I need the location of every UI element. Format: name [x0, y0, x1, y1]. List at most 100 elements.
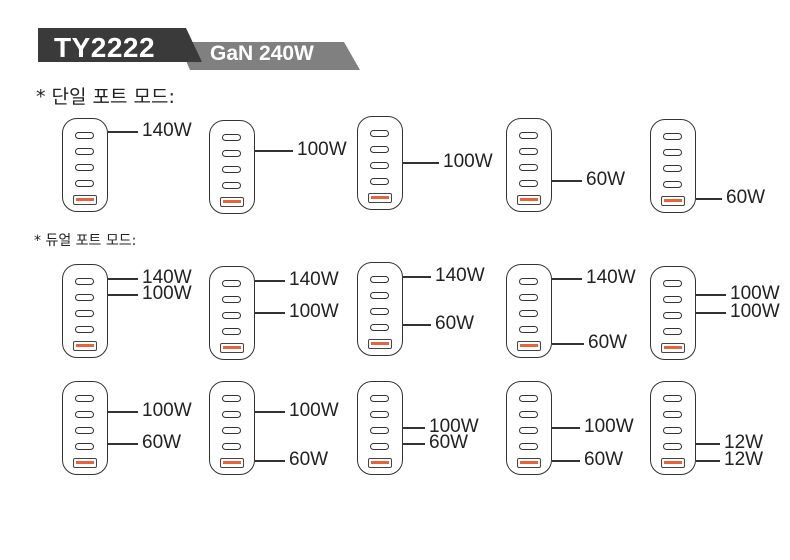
- dual-mode-charger-7: [209, 381, 255, 475]
- wattage-label: 100W: [289, 400, 339, 421]
- usb-c-port-2: [370, 411, 389, 418]
- usb-c-port-1: [222, 134, 241, 141]
- usb-c-port-4: [663, 443, 682, 450]
- usb-c-port-2: [75, 148, 94, 155]
- wattage-label: 100W: [297, 139, 347, 160]
- dual-mode-charger-10: [650, 381, 696, 475]
- header-banner-shape: [38, 28, 360, 70]
- leader-line: [552, 427, 580, 429]
- usb-c-port-1: [370, 276, 389, 283]
- wattage-label: 100W: [289, 301, 339, 322]
- usb-c-port-4: [75, 180, 94, 187]
- wattage-label: 140W: [142, 267, 192, 288]
- usb-a-port: [73, 341, 97, 351]
- usb-c-port-3: [663, 312, 682, 319]
- usb-c-port-1: [519, 395, 538, 402]
- wattage-label: 60W: [435, 313, 475, 334]
- leader-line: [552, 343, 584, 345]
- usb-c-port-2: [370, 146, 389, 153]
- usb-c-port-3: [519, 310, 538, 317]
- dual-mode-charger-2: [209, 266, 255, 360]
- wattage-label: 100W: [429, 416, 479, 437]
- usb-a-port: [661, 343, 685, 353]
- usb-c-port-1: [75, 132, 94, 139]
- usb-a-port: [73, 195, 97, 205]
- single-mode-charger-1: [62, 118, 108, 212]
- usb-c-port-2: [222, 150, 241, 157]
- usb-c-port-4: [222, 328, 241, 335]
- leader-line: [108, 131, 138, 133]
- usb-c-port-2: [370, 292, 389, 299]
- usb-c-port-4: [370, 443, 389, 450]
- wattage-label: 100W: [142, 283, 192, 304]
- dual-mode-charger-3: [357, 262, 403, 356]
- wattage-label: 100W: [730, 301, 780, 322]
- leader-line: [255, 460, 285, 462]
- leader-line: [255, 411, 285, 413]
- dual-mode-charger-9: [506, 381, 552, 475]
- usb-a-port: [368, 193, 392, 203]
- dual-mode-charger-4: [506, 264, 552, 358]
- dual-mode-charger-5: [650, 266, 696, 360]
- wattage-label: 60W: [588, 332, 628, 353]
- usb-c-port-2: [519, 411, 538, 418]
- usb-c-port-2: [663, 296, 682, 303]
- usb-c-port-4: [222, 182, 241, 189]
- wattage-label: 12W: [724, 449, 764, 470]
- leader-line: [108, 278, 138, 280]
- usb-a-port: [220, 197, 244, 207]
- usb-c-port-3: [222, 166, 241, 173]
- usb-a-port: [220, 458, 244, 468]
- usb-c-port-3: [222, 427, 241, 434]
- single-port-mode-label: * 단일 포트 모드:: [36, 86, 175, 108]
- usb-c-port-2: [519, 294, 538, 301]
- leader-line: [696, 443, 720, 445]
- wattage-label: 60W: [142, 432, 182, 453]
- usb-c-port-2: [222, 296, 241, 303]
- usb-c-port-1: [75, 278, 94, 285]
- usb-a-port: [661, 458, 685, 468]
- usb-c-port-4: [663, 328, 682, 335]
- leader-line: [255, 150, 293, 152]
- model-name: TY2222: [54, 32, 156, 63]
- usb-c-port-2: [519, 148, 538, 155]
- wattage-label: 60W: [726, 187, 766, 208]
- leader-line: [403, 276, 431, 278]
- usb-c-port-3: [75, 310, 94, 317]
- wattage-label: 140W: [289, 269, 339, 290]
- usb-a-port: [517, 195, 541, 205]
- usb-a-port: [368, 339, 392, 349]
- leader-line: [403, 162, 439, 164]
- usb-c-port-3: [519, 164, 538, 171]
- model-header: TY2222 GaN 240W: [38, 28, 368, 74]
- wattage-label: 140W: [435, 265, 485, 286]
- spec-badge: GaN 240W: [210, 42, 314, 65]
- usb-c-port-4: [519, 326, 538, 333]
- single-mode-charger-5: [650, 119, 696, 213]
- usb-c-port-3: [663, 165, 682, 172]
- usb-c-port-2: [663, 149, 682, 156]
- leader-line: [255, 312, 285, 314]
- leader-line: [403, 324, 431, 326]
- usb-a-port: [661, 196, 685, 206]
- leader-line: [552, 180, 582, 182]
- leader-line: [108, 443, 138, 445]
- usb-c-port-3: [370, 162, 389, 169]
- dual-mode-charger-1: [62, 264, 108, 358]
- dual-mode-charger-6: [62, 381, 108, 475]
- usb-c-port-1: [663, 395, 682, 402]
- usb-c-port-1: [663, 133, 682, 140]
- wattage-label: 60W: [584, 449, 624, 470]
- wattage-label: 140W: [142, 120, 192, 141]
- usb-c-port-1: [370, 130, 389, 137]
- usb-c-port-4: [370, 324, 389, 331]
- usb-c-port-4: [75, 443, 94, 450]
- leader-line: [108, 411, 138, 413]
- usb-c-port-2: [75, 294, 94, 301]
- dual-mode-charger-8: [357, 381, 403, 475]
- usb-c-port-2: [75, 411, 94, 418]
- wattage-label: 100W: [730, 283, 780, 304]
- usb-c-port-3: [370, 427, 389, 434]
- wattage-label: 12W: [724, 432, 764, 453]
- usb-c-port-3: [663, 427, 682, 434]
